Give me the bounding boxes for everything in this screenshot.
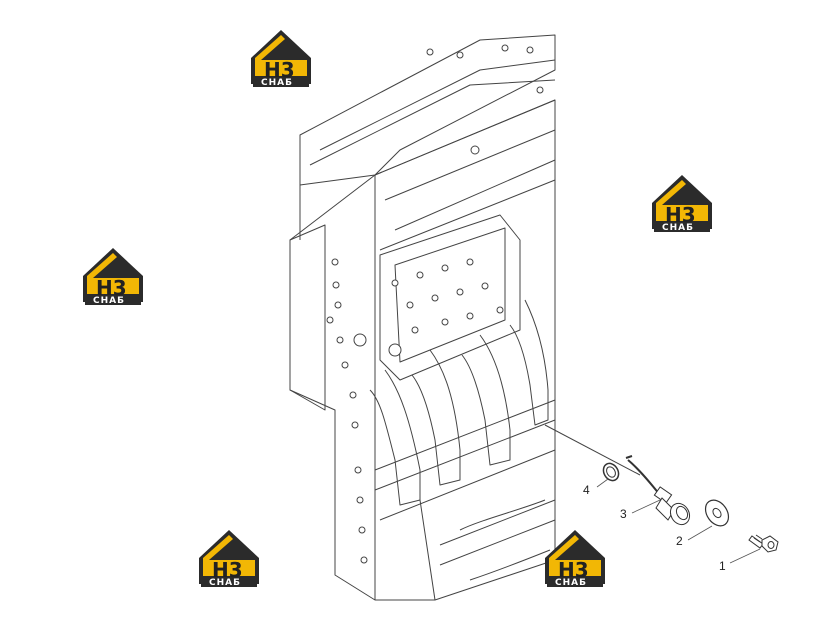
part-o-ring — [602, 462, 620, 482]
block-left-face — [289, 174, 376, 601]
svg-text:H3: H3 — [96, 276, 127, 300]
timing-plate — [379, 214, 521, 381]
crank-web-3 — [461, 334, 511, 466]
svg-text:H3: H3 — [264, 58, 295, 82]
svg-text:H3: H3 — [665, 203, 696, 227]
watermark-logo-2: H3 СНАБ — [652, 175, 712, 233]
part-bolt — [748, 534, 779, 553]
watermark-logo-4: H3 СНАБ — [199, 530, 259, 588]
crank-web-1 — [369, 369, 421, 506]
assembly-leader — [544, 424, 641, 476]
watermark-logo-3: H3 СНАБ — [83, 248, 143, 306]
callout-1: 1 — [719, 559, 726, 573]
svg-text:H3: H3 — [212, 558, 243, 582]
watermark-logo-5: H3 СНАБ — [545, 530, 605, 588]
callout-leaders — [596, 478, 761, 564]
callout-4: 4 — [583, 483, 590, 497]
svg-text:СНАБ: СНАБ — [93, 296, 125, 306]
block-top-rail — [299, 34, 556, 186]
crank-web-2 — [411, 349, 461, 486]
part-washer — [704, 499, 730, 527]
svg-text:СНАБ: СНАБ — [209, 578, 241, 588]
watermark-logo-1: H3 СНАБ — [251, 30, 311, 88]
part-sensor — [625, 455, 691, 526]
block-bolt-holes — [326, 44, 544, 564]
svg-text:СНАБ: СНАБ — [555, 578, 587, 588]
crank-web-4 — [509, 299, 549, 426]
oil-pan-rail — [374, 399, 556, 521]
callout-3: 3 — [620, 507, 627, 521]
svg-text:H3: H3 — [558, 558, 589, 582]
engine-block — [289, 34, 556, 601]
block-front-face — [374, 99, 556, 601]
callout-2: 2 — [676, 534, 683, 548]
svg-text:СНАБ: СНАБ — [261, 78, 293, 88]
svg-text:СНАБ: СНАБ — [662, 223, 694, 233]
